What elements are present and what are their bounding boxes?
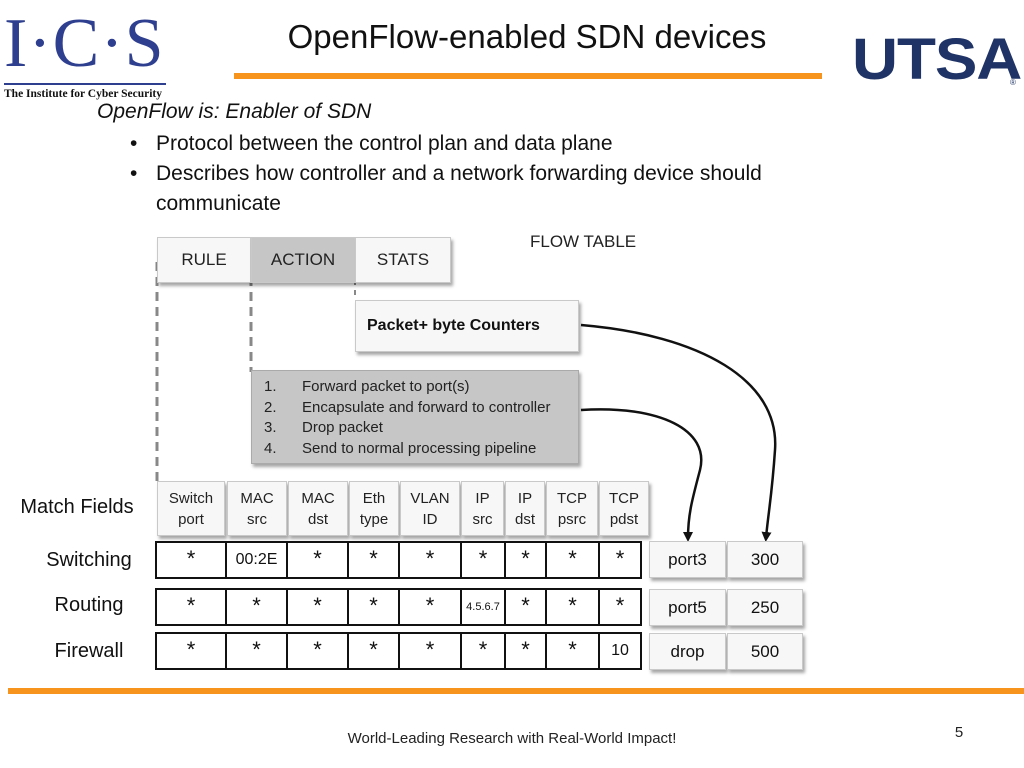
match-field-line: port — [178, 511, 204, 528]
match-field-line: dst — [307, 511, 328, 528]
action-text: Encapsulate and forward to controller — [302, 399, 551, 416]
rule-cell: * — [506, 543, 547, 577]
rule-cell: * — [288, 543, 349, 577]
stats-cell: 250 — [727, 589, 803, 626]
intro-heading: OpenFlow is: Enabler of SDN — [97, 100, 372, 123]
slide-title: OpenFlow-enabled SDN devices — [287, 18, 767, 55]
rule-cell: * — [349, 590, 400, 624]
rule-cell: * — [157, 543, 227, 577]
rule-cell: * — [349, 634, 400, 668]
rule-cell: * — [547, 543, 600, 577]
rule-header: RULE — [157, 237, 251, 283]
utsa-logo: UTSA — [852, 27, 1022, 92]
flow-table-label: FLOW TABLE — [530, 232, 637, 251]
ics-logo: I·C·S The Institute for Cyber Security — [4, 8, 174, 103]
rule-cell: * — [400, 590, 462, 624]
action-text: Forward packet to port(s) — [302, 378, 470, 395]
rule-cell: * — [462, 634, 506, 668]
rule-cell: * — [400, 543, 462, 577]
row-label-switching: Switching — [46, 549, 132, 571]
match-field-tcp-psrc: TCP psrc — [546, 481, 598, 536]
row-label-routing: Routing — [54, 594, 124, 616]
bullet-text: Protocol between the control plan and da… — [156, 132, 613, 155]
rule-row-firewall: * * * * * * * * 10 — [155, 632, 642, 670]
ics-logo-letters: I·C·S — [4, 5, 165, 82]
rule-cell: * — [157, 634, 227, 668]
match-field-ip-dst: IP dst — [505, 481, 545, 536]
rule-cell: * — [547, 634, 600, 668]
action-text: Send to normal processing pipeline — [302, 440, 537, 457]
stats-header: STATS — [355, 237, 451, 283]
match-field-line: src — [472, 511, 493, 528]
utsa-registered-mark: ® — [1010, 78, 1016, 87]
action-number: 1. — [264, 378, 277, 395]
match-field-switch-port: Switch port — [157, 481, 225, 536]
rule-cell: * — [288, 634, 349, 668]
match-field-line: TCP — [557, 490, 587, 507]
match-field-mac-dst: MAC dst — [288, 481, 348, 536]
action-cell: port3 — [649, 541, 726, 578]
rule-row-switching: * 00:2E * * * * * * * — [155, 541, 642, 579]
counters-box: Packet+ byte Counters — [355, 300, 579, 352]
bullet-text: Describes how controller and a network f… — [156, 162, 762, 215]
rule-cell: * — [400, 634, 462, 668]
rule-cell: * — [506, 590, 547, 624]
stats-cell: 500 — [727, 633, 803, 670]
match-field-vlan-id: VLAN ID — [400, 481, 460, 536]
rule-cell: 4.5.6.7 — [462, 590, 506, 624]
match-field-line: src — [247, 511, 267, 528]
bullet-icon: • — [130, 132, 138, 155]
footer-tagline: World-Leading Research with Real-World I… — [347, 730, 677, 747]
stats-cell: 300 — [727, 541, 803, 578]
ics-logo-tagline: The Institute for Cyber Security — [4, 88, 163, 100]
rule-cell: * — [506, 634, 547, 668]
match-field-line: IP — [475, 490, 490, 507]
page-number: 5 — [954, 724, 964, 741]
rule-row-routing: * * * * * 4.5.6.7 * * * — [155, 588, 642, 626]
rule-cell: * — [349, 543, 400, 577]
rule-cell: * — [288, 590, 349, 624]
match-field-line: Switch — [168, 490, 214, 507]
rule-cell: 00:2E — [227, 543, 288, 577]
match-field-line: pdst — [609, 511, 639, 528]
match-fields-label: Match Fields — [20, 496, 134, 518]
rule-cell: * — [615, 593, 625, 618]
rule-cell: 10 — [611, 642, 629, 659]
actions-to-port-arrow — [580, 408, 703, 542]
match-field-line: psrc — [557, 511, 587, 528]
match-field-mac-src: MAC src — [227, 481, 287, 536]
action-number: 4. — [264, 440, 277, 457]
rule-cell: * — [227, 590, 288, 624]
match-field-line: ID — [422, 511, 438, 528]
match-field-line: IP — [517, 490, 533, 507]
bullet-icon: • — [130, 162, 138, 185]
rule-cell: * — [547, 590, 600, 624]
match-field-line: dst — [514, 511, 535, 528]
match-field-line: MAC — [240, 490, 274, 507]
rule-cell: * — [157, 590, 227, 624]
rule-cell: * — [227, 634, 288, 668]
action-header: ACTION — [251, 237, 355, 283]
match-field-line: Eth — [362, 490, 386, 507]
counters-to-stats-arrow — [580, 323, 777, 542]
match-field-line: VLAN — [410, 490, 450, 507]
action-cell: drop — [649, 633, 726, 670]
match-field-tcp-pdst: TCP pdst — [599, 481, 649, 536]
match-field-line: TCP — [609, 490, 639, 507]
rule-cell: * — [462, 543, 506, 577]
action-number: 2. — [264, 399, 277, 416]
action-cell: port5 — [649, 589, 726, 626]
match-field-eth-type: Eth type — [349, 481, 399, 536]
actions-list: 1. Forward packet to port(s) 2. Encapsul… — [251, 370, 579, 464]
action-number: 3. — [264, 419, 277, 436]
footer-divider — [8, 688, 1024, 694]
ics-logo-rule — [4, 83, 166, 85]
match-field-line: type — [359, 511, 389, 528]
match-field-line: MAC — [301, 490, 335, 507]
title-underline — [234, 73, 822, 79]
rule-cell: * — [615, 546, 625, 571]
row-label-firewall: Firewall — [54, 640, 124, 662]
match-field-ip-src: IP src — [461, 481, 504, 536]
action-text: Drop packet — [302, 419, 383, 436]
